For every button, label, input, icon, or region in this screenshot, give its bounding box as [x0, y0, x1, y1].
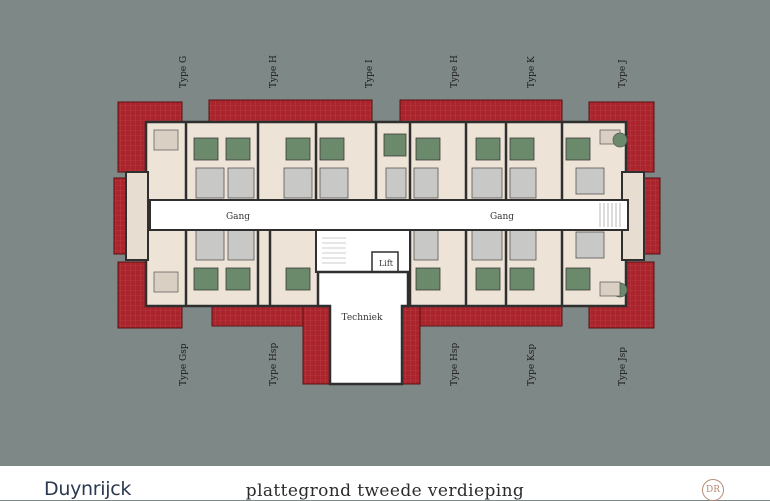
- left-stair-core: [125, 171, 149, 261]
- beds: [193, 133, 591, 291]
- corridor-label-right: Gang: [490, 212, 514, 222]
- techniek-label: Techniek: [342, 313, 383, 323]
- footer-bar: [0, 466, 770, 500]
- type-label-bottom-2: Type Hsp: [269, 342, 279, 386]
- type-label-bottom-4: Type Ksp: [527, 344, 537, 386]
- balcony-top-mid-left: [208, 99, 373, 123]
- type-label-top-4: Type H: [450, 55, 460, 88]
- type-label-top-1: Type G: [179, 56, 189, 88]
- corridor-stairs: [599, 203, 621, 227]
- type-label-bottom-3: Type Hsp: [450, 342, 460, 386]
- lift-label: Lift: [379, 259, 394, 268]
- corridor: [149, 199, 629, 231]
- type-label-bottom-1: Type Gsp: [179, 343, 189, 386]
- techniek-room: [316, 270, 410, 386]
- page-caption: plattegrond tweede verdieping: [245, 481, 525, 501]
- bathrooms: [195, 167, 605, 261]
- brand-logo: Duynrijck: [44, 478, 132, 500]
- core-stairs: [322, 237, 346, 264]
- type-label-top-2: Type H: [269, 55, 279, 88]
- floor-plan: Gang Gang Lift Techniek Type G Type H Ty…: [113, 55, 661, 386]
- balcony-bottom-mid-left: [211, 305, 304, 327]
- type-labels-bottom: Type Gsp Type Hsp Type Hsp Type Ksp Type…: [179, 342, 628, 386]
- monogram-logo: DR: [702, 479, 724, 501]
- balcony-techniek-right: [401, 305, 421, 385]
- balcony-techniek-left: [302, 305, 331, 385]
- balcony-bottom-mid-right: [401, 305, 563, 327]
- balcony-top-mid-right: [399, 99, 563, 123]
- type-labels-top: Type G Type H Type I Type H Type K Type …: [179, 55, 628, 88]
- corridor-label-left: Gang: [226, 212, 250, 222]
- type-label-top-6: Type J: [618, 59, 628, 88]
- furniture: [153, 129, 628, 298]
- type-label-top-5: Type K: [527, 56, 537, 88]
- type-label-top-3: Type I: [365, 59, 375, 88]
- type-label-bottom-5: Type Jsp: [618, 347, 628, 386]
